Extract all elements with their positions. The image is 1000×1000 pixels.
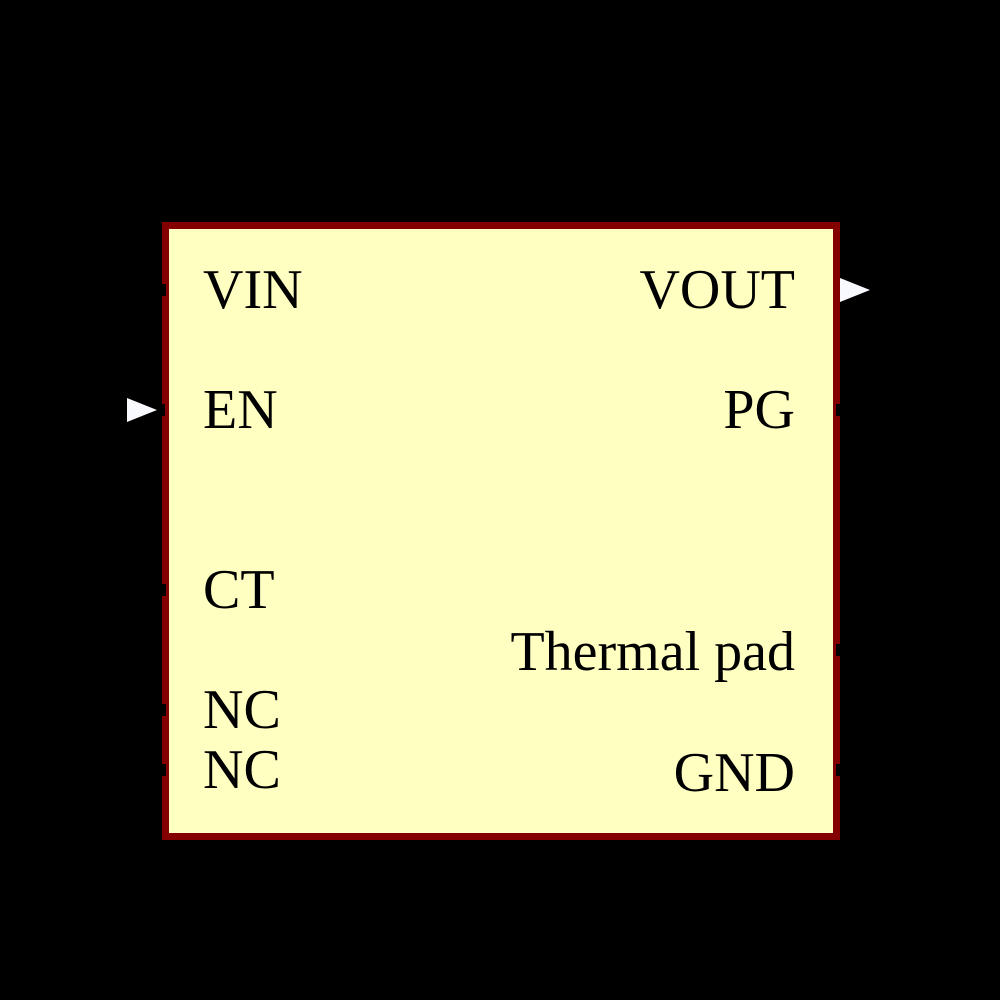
- pin-tick-vin[interactable]: [155, 284, 166, 296]
- pin-tick-ct[interactable]: [155, 584, 166, 596]
- pin-label-pg: PG: [723, 379, 795, 441]
- pin-tick-nc1[interactable]: [155, 704, 166, 716]
- pin-label-vin: VIN: [203, 259, 303, 321]
- pin-tick-thermal-pad[interactable]: [836, 644, 847, 656]
- pin-tick-pg[interactable]: [836, 404, 847, 416]
- pin-label-nc1: NC: [203, 679, 281, 741]
- pin-label-ct: CT: [203, 559, 275, 621]
- pin-tick-nc2[interactable]: [155, 764, 166, 776]
- ic-symbol-body[interactable]: [162, 222, 840, 840]
- pin-tick-en[interactable]: [155, 404, 165, 416]
- pin-label-en: EN: [203, 379, 278, 441]
- pin-label-thermal-pad: Thermal pad: [510, 621, 795, 683]
- pin-tick-gnd[interactable]: [836, 764, 847, 776]
- pin-label-vout: VOUT: [639, 259, 795, 321]
- pin-label-gnd: GND: [673, 742, 795, 804]
- pin-label-nc2: NC: [203, 739, 281, 801]
- en-input-arrow-icon[interactable]: [127, 398, 157, 422]
- vout-output-arrow-icon[interactable]: [840, 278, 870, 302]
